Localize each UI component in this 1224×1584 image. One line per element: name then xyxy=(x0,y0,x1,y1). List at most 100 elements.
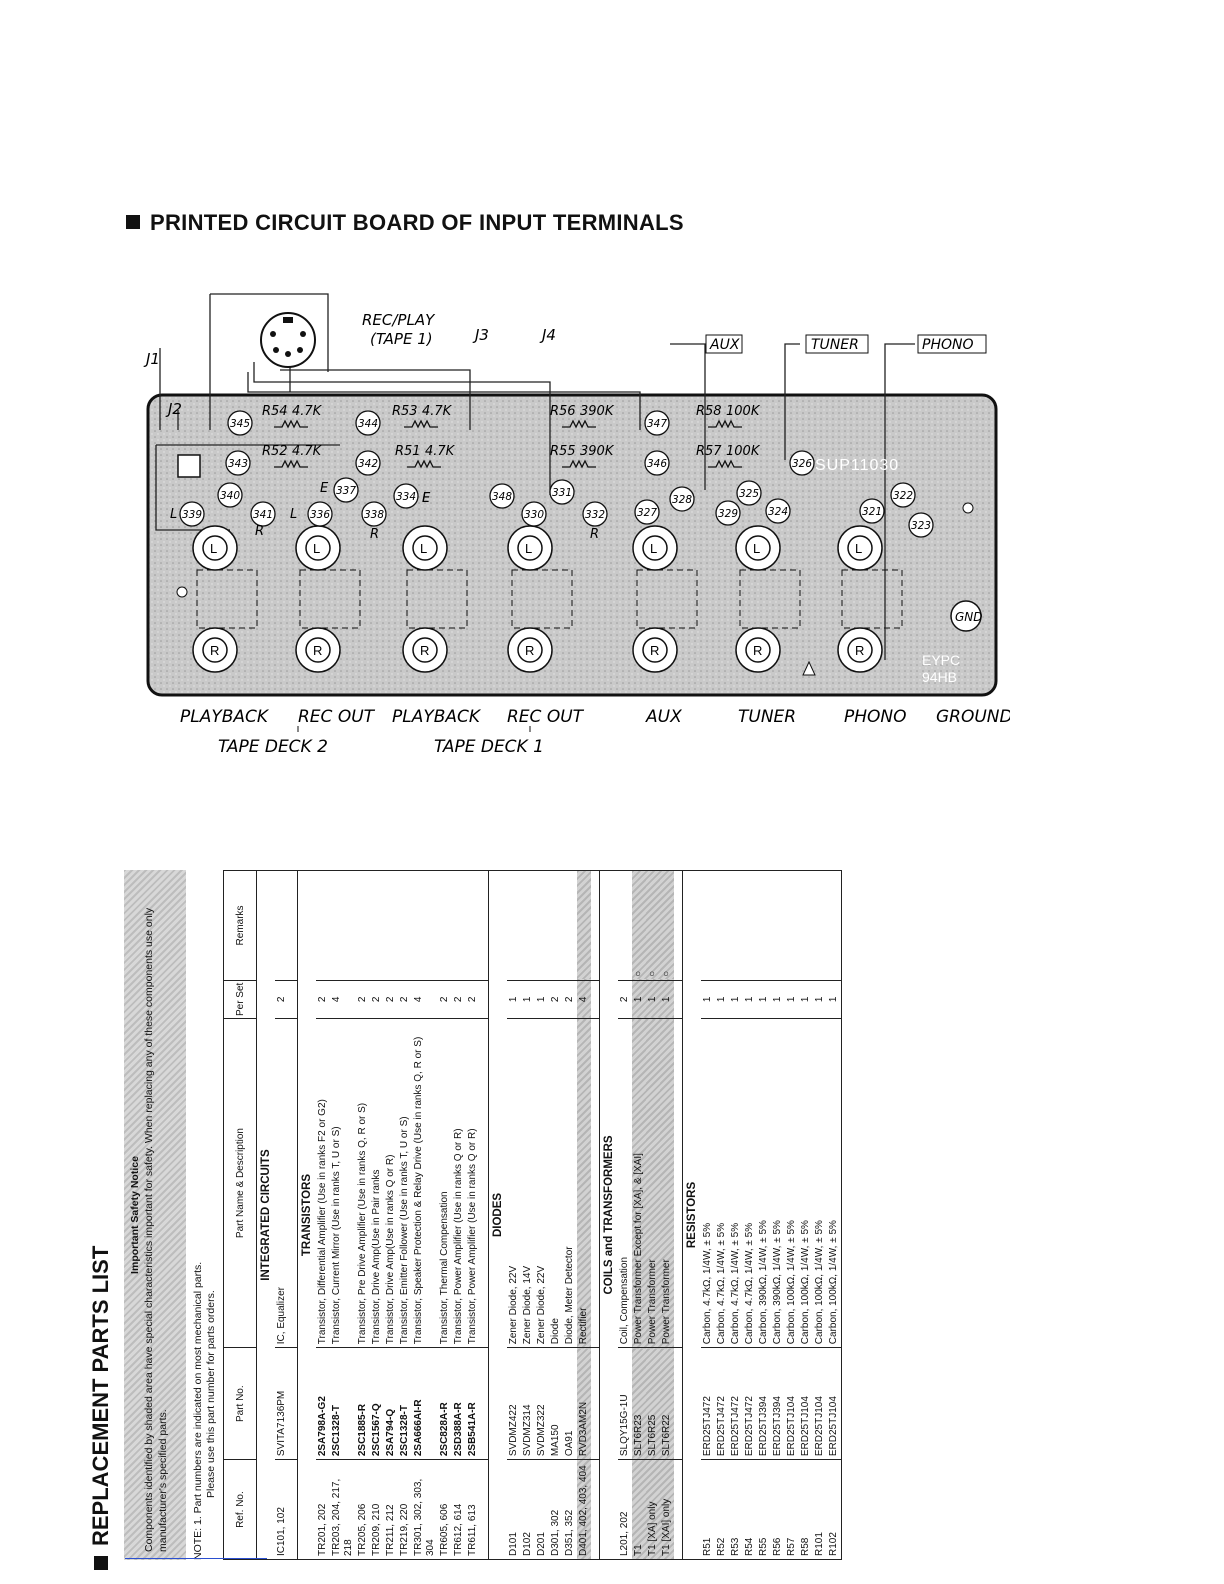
cell-rem xyxy=(813,870,827,981)
gnd-label: GND xyxy=(955,610,983,624)
jack-outline xyxy=(739,569,801,629)
cell-ref: IC101, 102 xyxy=(275,1459,289,1560)
parts-table: Ref. No. Part No. Part Name & Descriptio… xyxy=(223,870,842,1560)
svg-text:L: L xyxy=(420,541,427,556)
cell-rem xyxy=(827,870,842,981)
svg-text:R: R xyxy=(753,643,762,658)
jack-4-r: R xyxy=(507,627,553,673)
svg-text:R: R xyxy=(313,643,322,658)
cell-rem xyxy=(563,870,577,981)
bullet-square-icon xyxy=(126,215,140,229)
svg-text:L: L xyxy=(210,541,217,556)
cell-desc: Carbon, 100kΩ, 1/4W, ± 5% xyxy=(785,1018,799,1348)
header-description: Part Name & Description xyxy=(223,1018,257,1348)
pad-330: 330 xyxy=(521,501,547,527)
cell-ref: R53 xyxy=(729,1459,743,1560)
section-title: INTEGRATED CIRCUITS xyxy=(256,870,275,1560)
pad-334: 334 xyxy=(393,483,419,509)
resistor-value: 100K xyxy=(726,404,761,419)
svg-text:R: R xyxy=(420,643,429,658)
cell-qty: 1 xyxy=(799,980,813,1019)
cell-part: 2SA794-Q xyxy=(384,1347,398,1460)
svg-text:347: 347 xyxy=(647,418,667,430)
section-header: INTEGRATED CIRCUITS xyxy=(256,870,275,1560)
cell-desc: Transistor, Current Mirror (Use in ranks… xyxy=(330,1018,356,1348)
cell-desc: Zener Diode, 22V xyxy=(507,1018,521,1348)
svg-text:PHONO: PHONO xyxy=(922,337,973,353)
svg-text:R: R xyxy=(525,643,534,658)
cell-qty: 1 xyxy=(701,980,715,1019)
cell-part: ERD25TJ472 xyxy=(715,1347,729,1460)
jack-3-l: L xyxy=(402,525,448,571)
header-ref-no: Ref. No. xyxy=(223,1459,257,1560)
cell-ref: TR605, 606 xyxy=(438,1459,452,1560)
cell-desc: Diode, Meter Detector xyxy=(563,1018,577,1348)
jack-outline xyxy=(636,569,698,629)
cell-qty: 2 xyxy=(452,980,466,1019)
parts-note-line-1: NOTE: 1. Part numbers are indicated on m… xyxy=(192,1261,204,1560)
cell-qty: 4 xyxy=(412,980,438,1019)
cell-desc: Carbon, 100kΩ, 1/4W, ± 5% xyxy=(827,1018,842,1348)
svg-text:324: 324 xyxy=(768,506,788,518)
cell-part: SLT6R25 xyxy=(646,1347,660,1460)
jack-6-r: R xyxy=(735,627,781,673)
pad-331: 331 xyxy=(549,479,575,505)
pad-336: 336 xyxy=(307,501,333,527)
gap-cell xyxy=(591,1459,600,1560)
section-title: COILS and TRANSFORMERS xyxy=(599,870,618,1560)
cell-desc: Carbon, 390kΩ, 1/4W, ± 5% xyxy=(771,1018,785,1348)
pad-326: 326 xyxy=(789,450,815,476)
gap-cell xyxy=(480,1347,489,1460)
pin-letter: R xyxy=(255,524,264,539)
cell-ref: TR211, 212 xyxy=(384,1459,398,1560)
svg-text:R: R xyxy=(210,643,219,658)
section-title: DIODES xyxy=(488,870,507,1560)
svg-text:329: 329 xyxy=(718,508,738,520)
svg-text:323: 323 xyxy=(911,520,931,532)
cell-desc: Carbon, 4.7kΩ, 1/4W, ± 5% xyxy=(701,1018,715,1348)
cell-qty: 1 xyxy=(827,980,842,1019)
header-part-no: Part No. xyxy=(223,1347,257,1460)
gap-cell xyxy=(591,1018,600,1348)
cell-rem xyxy=(275,870,289,981)
cell-desc: Diode xyxy=(549,1018,563,1348)
section-header: COILS and TRANSFORMERS xyxy=(599,870,618,1560)
tag-tuner: TUNER xyxy=(805,334,869,354)
cell-ref: D401, 402, 403, 404 xyxy=(577,1459,591,1560)
pin-letter: R xyxy=(370,527,379,542)
cell-part: 2SC1328-T xyxy=(398,1347,412,1460)
pad-327: 327 xyxy=(634,499,660,525)
gap-cell xyxy=(480,980,489,1019)
cell-desc: Transistor, Thermal Compensation xyxy=(438,1018,452,1348)
parts-note-line-2: Please use this part number for parts or… xyxy=(205,1290,217,1498)
cell-part: SVDMZ322 xyxy=(535,1347,549,1460)
cell-rem xyxy=(438,870,452,981)
svg-text:L: L xyxy=(753,541,760,556)
cell-rem xyxy=(521,870,535,981)
pad-328: 328 xyxy=(669,486,695,512)
svg-text:L: L xyxy=(855,541,862,556)
jumper-j2: J2 xyxy=(165,400,182,418)
gap-cell xyxy=(480,870,489,981)
gap-cell xyxy=(591,980,600,1019)
resistor-value: 4.7K xyxy=(292,404,323,419)
cell-ref: D351, 352 xyxy=(563,1459,577,1560)
cell-qty: 2 xyxy=(618,980,632,1019)
gap-cell xyxy=(289,1018,298,1348)
tag-aux: AUX xyxy=(705,334,743,354)
cell-part: ERD25TJ394 xyxy=(771,1347,785,1460)
